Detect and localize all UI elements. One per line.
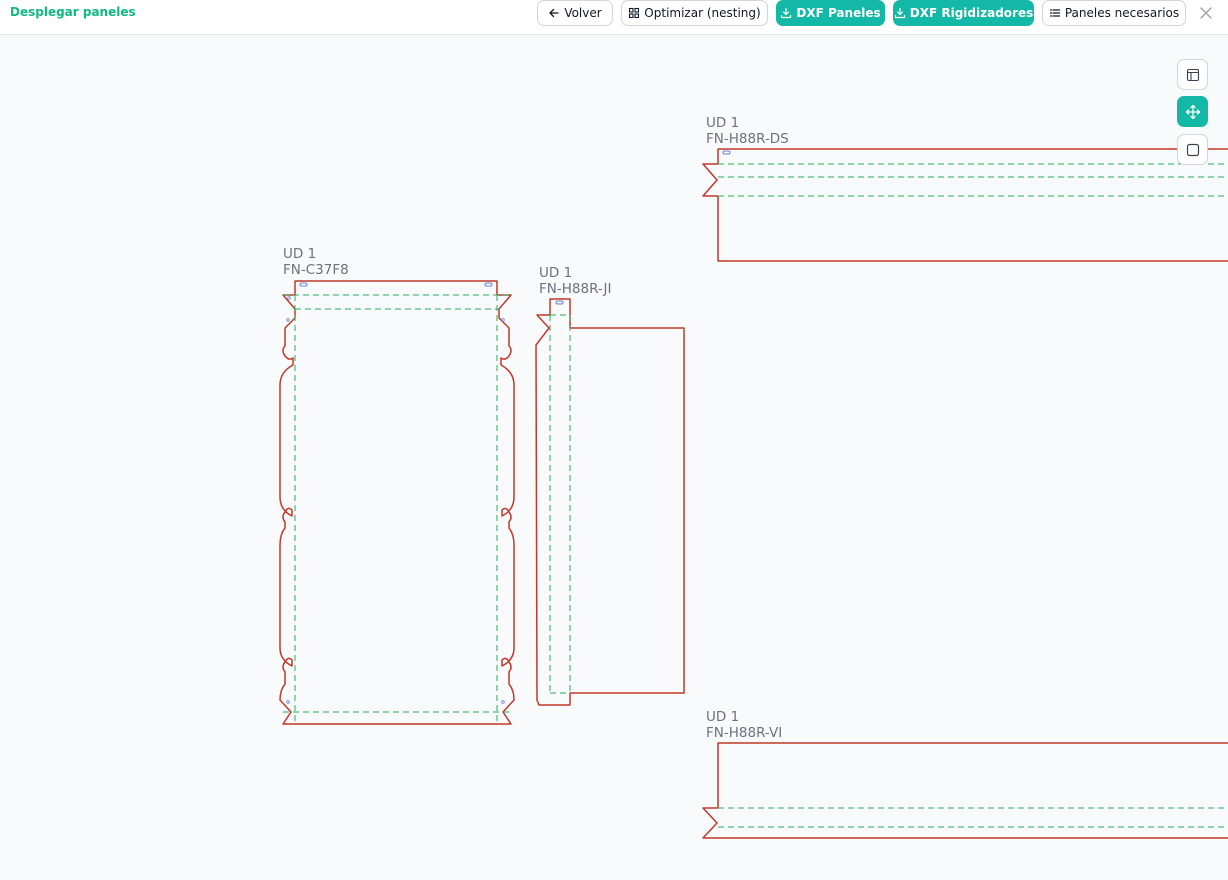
move-icon bbox=[1185, 104, 1200, 119]
panel-code-label: FN-H88R-VI bbox=[706, 725, 782, 741]
panel-fn-h88r-ds[interactable]: UD 1 FN-H88R-DS bbox=[702, 115, 1228, 262]
fold-lines bbox=[718, 807, 1228, 828]
page-title: Desplegar paneles bbox=[10, 5, 136, 19]
panel-code-label: FN-H88R-JI bbox=[539, 281, 611, 297]
optimize-nesting-label: Optimizar (nesting) bbox=[644, 6, 761, 20]
select-tool-button[interactable] bbox=[1177, 134, 1208, 165]
panel-outline bbox=[279, 280, 515, 725]
panel-outline bbox=[702, 742, 1228, 839]
layout-icon bbox=[1186, 68, 1199, 81]
slot-hole bbox=[722, 150, 731, 155]
unfold-canvas[interactable]: UD 1 FN-C37F8 UD 1 FN-H88R-JI UD 1 FN-H8… bbox=[0, 36, 1228, 876]
panel-fn-h88r-ji[interactable]: UD 1 FN-H88R-JI bbox=[535, 265, 685, 706]
move-tool-button[interactable] bbox=[1177, 96, 1208, 127]
fold-lines bbox=[549, 314, 571, 694]
close-icon bbox=[1200, 7, 1212, 19]
grid-icon bbox=[629, 7, 640, 19]
pin-hole bbox=[501, 318, 505, 322]
pin-hole bbox=[287, 296, 291, 300]
arrow-left-icon bbox=[549, 8, 559, 18]
panel-fn-h88r-vi[interactable]: UD 1 FN-H88R-VI bbox=[702, 709, 1228, 839]
layout-tool-button[interactable] bbox=[1177, 59, 1208, 90]
optimize-nesting-button[interactable]: Optimizar (nesting) bbox=[621, 0, 768, 26]
download-icon bbox=[781, 7, 792, 19]
panel-fn-c37f8[interactable]: UD 1 FN-C37F8 bbox=[279, 246, 515, 725]
panels-drawing[interactable]: UD 1 FN-C37F8 UD 1 FN-H88R-JI UD 1 FN-H8… bbox=[0, 36, 1228, 876]
dxf-stiffeners-button[interactable]: DXF Rigidizadores bbox=[893, 0, 1034, 26]
dxf-panels-button[interactable]: DXF Paneles bbox=[776, 0, 885, 26]
required-panels-label: Paneles necesarios bbox=[1064, 6, 1180, 20]
pin-hole bbox=[501, 700, 505, 704]
pin-hole bbox=[286, 318, 290, 322]
panel-code-label: FN-H88R-DS bbox=[706, 131, 789, 147]
slot-hole bbox=[555, 300, 564, 305]
required-panels-button[interactable]: Paneles necesarios bbox=[1042, 0, 1186, 26]
panel-outline bbox=[535, 298, 685, 706]
back-button-label: Volver bbox=[564, 6, 602, 20]
back-button[interactable]: Volver bbox=[537, 0, 613, 26]
slot-hole bbox=[484, 282, 493, 287]
panel-code-label: FN-C37F8 bbox=[283, 262, 349, 278]
square-icon bbox=[1186, 143, 1199, 156]
list-icon bbox=[1049, 9, 1060, 17]
panel-units-label: UD 1 bbox=[283, 246, 316, 262]
download-icon bbox=[894, 7, 905, 19]
slot-hole bbox=[299, 282, 308, 287]
close-button[interactable] bbox=[1197, 4, 1215, 22]
dxf-panels-label: DXF Paneles bbox=[796, 6, 881, 20]
dxf-stiffeners-label: DXF Rigidizadores bbox=[909, 6, 1034, 20]
pin-hole bbox=[286, 700, 290, 704]
fold-lines bbox=[283, 294, 511, 724]
panel-units-label: UD 1 bbox=[539, 265, 572, 281]
fold-lines bbox=[718, 163, 1228, 197]
panel-units-label: UD 1 bbox=[706, 709, 739, 725]
panel-outline bbox=[702, 148, 1228, 262]
panel-units-label: UD 1 bbox=[706, 115, 739, 131]
top-bar: Desplegar paneles Volver Optimizar (nest… bbox=[0, 0, 1228, 35]
